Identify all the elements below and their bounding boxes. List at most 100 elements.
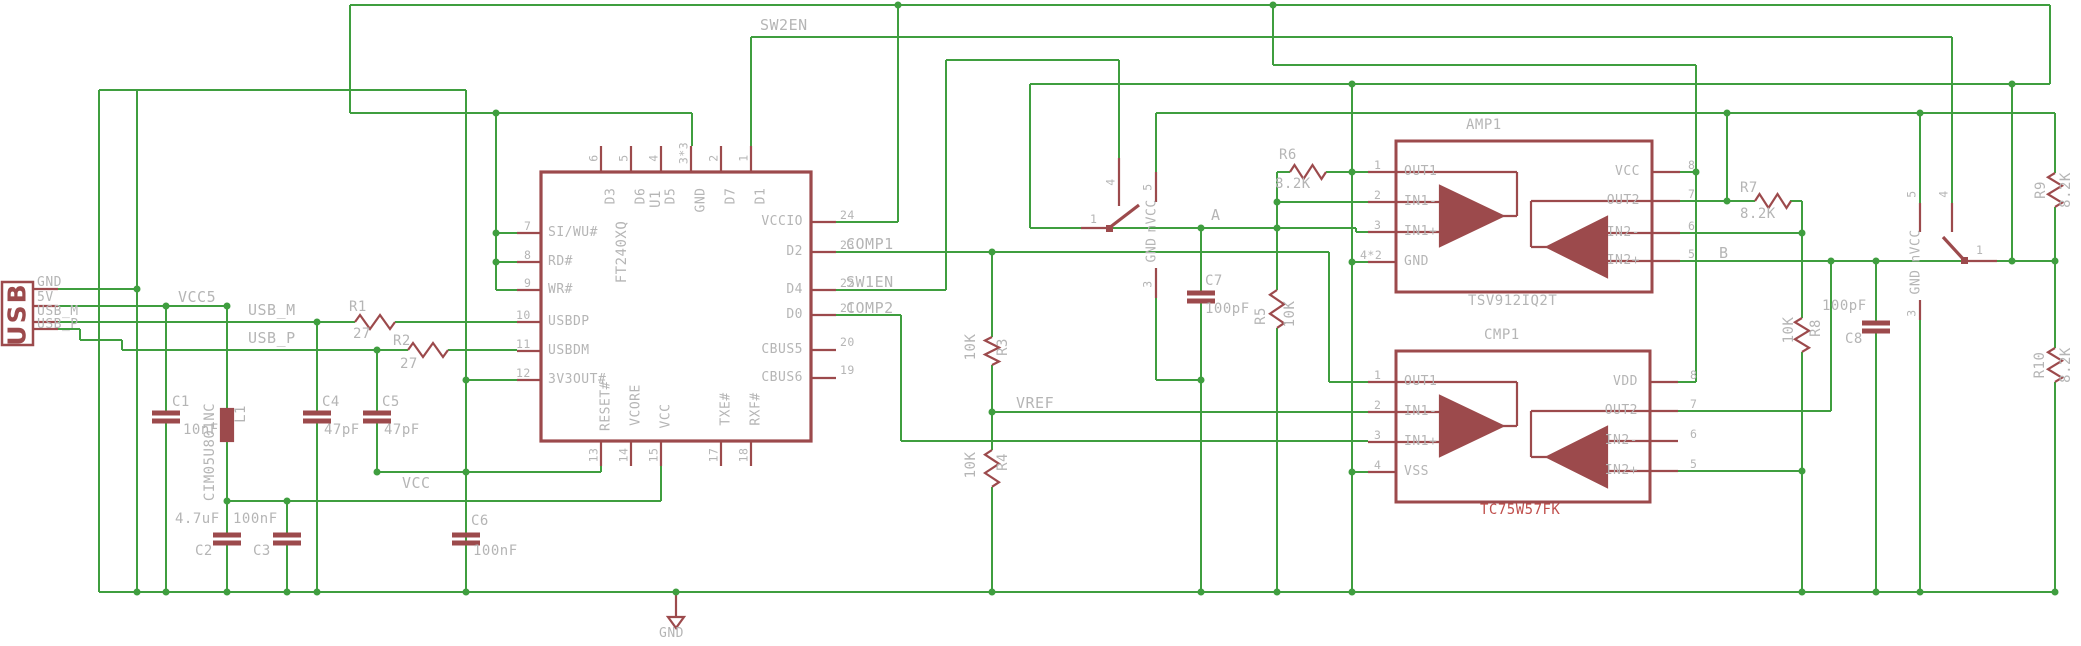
junction-dot — [1723, 197, 1731, 205]
cmp1-num-5: 5 — [1690, 457, 1698, 471]
c2-ref: C2 — [195, 543, 213, 559]
net-vref: VREF — [1016, 394, 1055, 412]
gnd-triangle-icon — [665, 615, 687, 630]
swl-nvcc: nVCC — [1144, 199, 1160, 233]
junction-dot — [1827, 257, 1835, 265]
cmp1-pn-out1: OUT1 — [1404, 374, 1438, 389]
cmp1-num-2: 2 — [1374, 398, 1382, 412]
u1-pn-vcore: VCORE — [628, 384, 644, 426]
u1-pn-vccio: VCCIO — [761, 214, 803, 229]
c7-val: 100pF — [1205, 301, 1250, 317]
u1-num-9: 9 — [524, 276, 532, 290]
amp1-num-6: 6 — [1688, 219, 1696, 233]
usb-pin-gnd: GND — [37, 275, 62, 290]
capacitor-symbols[interactable] — [152, 290, 1890, 546]
amp1-part: TSV912IQ2T — [1468, 293, 1558, 309]
u1-pn-reset: RESET# — [598, 381, 614, 431]
net-vcc5: VCC5 — [178, 288, 217, 306]
swl-lever — [1108, 203, 1140, 230]
junction-dot — [162, 302, 170, 310]
c3-plates — [273, 532, 301, 546]
cmp1-num-8: 8 — [1690, 368, 1698, 382]
switch-left-symbol[interactable] — [1081, 158, 1158, 298]
cmp1-internal-wires — [1396, 380, 1650, 473]
u1-num-22: 22 — [840, 276, 855, 290]
c4-val: 47pF — [324, 422, 360, 438]
cmp1-num-3: 3 — [1374, 428, 1382, 442]
junction-dot — [492, 258, 500, 266]
cmp1-num-1: 1 — [1374, 368, 1382, 382]
u1-num-3x3: 3*3 — [676, 141, 691, 165]
c6-val: 100nF — [473, 543, 518, 559]
cmp1-pin-stubs — [1368, 380, 1678, 474]
opamp-triangle-icon — [1544, 215, 1609, 279]
u1-pin-stubs — [517, 146, 836, 466]
junction-dot — [1197, 376, 1205, 384]
c6-ref: C6 — [471, 513, 489, 529]
amp1-symbol[interactable] — [1368, 139, 1680, 294]
amp1-pn-in1p: IN1+ — [1404, 224, 1438, 239]
comparator-triangle-icon — [1544, 425, 1609, 489]
junction-dot — [1348, 468, 1356, 476]
net-comp1: COMP1 — [846, 235, 894, 253]
swl-num-5: 5 — [1140, 183, 1155, 191]
u1-num-23: 23 — [840, 238, 855, 252]
u1-pn-3v3out: 3V3OUT# — [548, 372, 607, 387]
u1-num-12: 12 — [516, 366, 531, 380]
gnd-symbol[interactable] — [665, 592, 687, 630]
swr-num-4: 4 — [1936, 190, 1951, 198]
junction-dot — [373, 346, 381, 354]
r2-zigzag — [407, 341, 449, 359]
swr-num-1: 1 — [1976, 243, 1984, 257]
junction-dot — [133, 588, 141, 596]
u1-pn-txe: TXE# — [718, 392, 734, 426]
usb-pin-usbp: USB_P — [37, 317, 79, 332]
r10-ref: R10 — [2032, 351, 2048, 379]
u1-pn-d1: D1 — [753, 187, 769, 205]
r1-zigzag — [354, 313, 396, 331]
r10-val: 8.2K — [2058, 347, 2074, 383]
c4-ref: C4 — [322, 394, 340, 410]
cmp1-symbol[interactable] — [1368, 349, 1678, 504]
amp1-pin-stubs — [1368, 170, 1680, 264]
l1-symbol[interactable] — [219, 407, 235, 443]
u1-pn-d4: D4 — [786, 282, 803, 297]
junction-dot — [1197, 588, 1205, 596]
c5-ref: C5 — [382, 394, 400, 410]
amp1-pn-out2: OUT2 — [1606, 193, 1640, 208]
cmp1-pn-in1p: IN1+ — [1404, 434, 1438, 449]
net-sw1en: SW1EN — [846, 273, 894, 291]
junction-dot — [373, 468, 381, 476]
switch-right-symbol[interactable] — [1918, 203, 1997, 320]
u1-symbol[interactable] — [517, 146, 836, 466]
junction-dot — [462, 588, 470, 596]
junction-dot — [2051, 257, 2059, 265]
junction-dot — [2008, 257, 2016, 265]
u1-num-8: 8 — [524, 248, 532, 262]
junction-dot — [283, 497, 291, 505]
net-a: A — [1211, 206, 1221, 224]
amp1-pn-vcc: VCC — [1615, 164, 1640, 179]
u1-pn-d6: D6 — [633, 187, 649, 205]
net-sw2en: SW2EN — [760, 16, 808, 34]
resistor-symbols[interactable] — [354, 162, 2065, 488]
junction-dot — [223, 497, 231, 505]
u1-num-4: 4 — [646, 154, 661, 162]
c7-plates — [1187, 290, 1215, 304]
u1-num-5: 5 — [616, 154, 631, 162]
r1-ref: R1 — [349, 299, 367, 315]
swr-gnd: GND — [1908, 269, 1924, 295]
r4-zigzag — [982, 449, 1002, 488]
usb-connector[interactable] — [0, 280, 58, 347]
r6-zigzag — [1289, 162, 1327, 182]
junction-dot — [2008, 80, 2016, 88]
junction-dot — [162, 588, 170, 596]
c1-ref: C1 — [172, 394, 190, 410]
junction-dot — [492, 109, 500, 117]
c1-val: 10nF — [183, 422, 219, 438]
junction-dot — [133, 285, 141, 293]
u1-pn-cbus6: CBUS6 — [761, 370, 803, 385]
c5-val: 47pF — [384, 422, 420, 438]
u1-num-19: 19 — [840, 363, 855, 377]
